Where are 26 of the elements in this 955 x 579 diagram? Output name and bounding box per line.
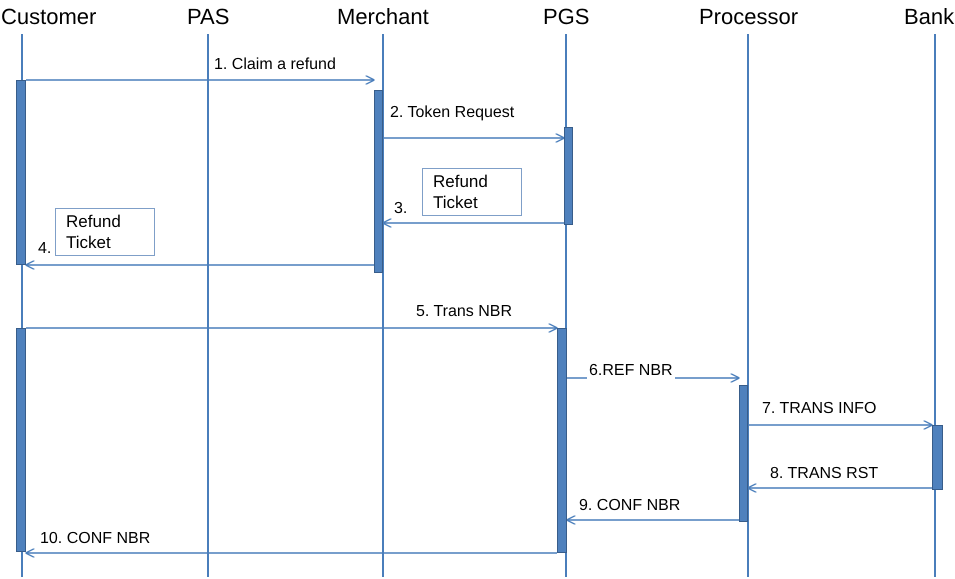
message-arrow [746, 482, 932, 494]
activation-bar [16, 80, 26, 265]
message-arrow [566, 514, 739, 526]
activation-bar [374, 90, 383, 273]
lifeline-header: PAS [187, 4, 230, 30]
message-arrow [24, 548, 557, 558]
lifeline-header: Processor [699, 4, 798, 30]
activation-bar [557, 328, 567, 553]
message-arrow [26, 322, 558, 334]
activation-bar [932, 425, 943, 490]
message-arrow [383, 132, 566, 144]
note-box: Refund Ticket [55, 208, 155, 256]
note-box: Refund Ticket [422, 168, 522, 216]
lifeline-header: Merchant [337, 4, 429, 30]
activation-bar [564, 127, 573, 225]
message-label: 6.REF NBR [587, 362, 675, 380]
lifeline-header: PGS [543, 4, 590, 30]
message-label: 2. Token Request [388, 104, 516, 122]
lifeline-header: Bank [904, 4, 954, 30]
message-arrow [382, 218, 564, 228]
activation-bar [16, 328, 26, 552]
message-arrow [26, 74, 376, 86]
activation-bar [739, 385, 748, 522]
lifeline-header: Customer [1, 4, 96, 30]
message-arrow [748, 420, 934, 430]
message-arrow [24, 260, 374, 270]
